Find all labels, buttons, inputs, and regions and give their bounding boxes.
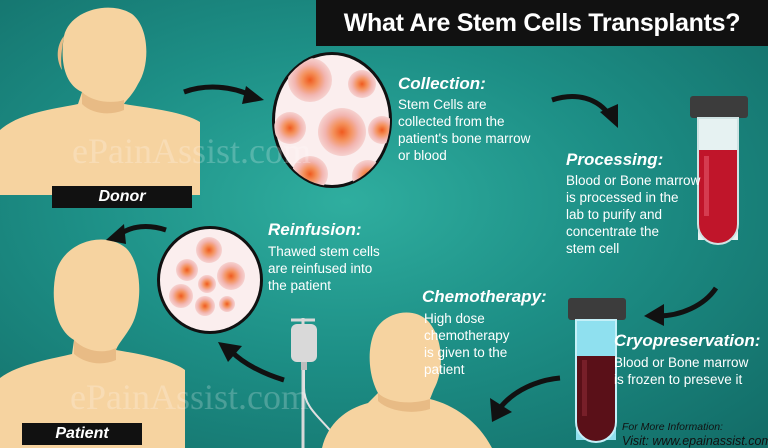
- test-tube-blood: [690, 96, 748, 245]
- stem-cells-circle-small: [157, 226, 263, 334]
- test-tube-frozen: [568, 298, 626, 443]
- patient-label: Patient: [22, 423, 142, 445]
- chemotherapy-patient-figure: [322, 312, 492, 448]
- page-title: What Are Stem Cells Transplants?: [316, 0, 768, 46]
- patient-figure: [0, 239, 185, 448]
- more-info-text: For More Information:: [622, 421, 723, 433]
- website-link[interactable]: Visit: www.epainassist.com: [622, 434, 768, 448]
- donor-figure: [0, 7, 200, 195]
- arrow-chemotherapy-to-patient: [218, 342, 285, 383]
- stem-cells-circle-large: [272, 52, 392, 188]
- processing-body: Blood or Bone marrow is processed in the…: [566, 173, 701, 256]
- arrow-collection-to-processing: [551, 94, 618, 128]
- collection-body: Stem Cells are collected from the patien…: [398, 97, 531, 163]
- arrow-donor-to-collection: [183, 84, 264, 104]
- chemotherapy-heading: Chemotherapy:: [422, 287, 547, 306]
- cryopreservation-body: Blood or Bone marrow is frozen to presev…: [614, 355, 749, 387]
- processing-heading: Processing:: [566, 150, 664, 169]
- reinfusion-body: Thawed stem cells are reinfused into the…: [268, 244, 380, 293]
- arrow-cryo-to-chemotherapy: [490, 375, 561, 422]
- watermark-bottom: ePainAssist.com: [70, 377, 309, 417]
- reinfusion-heading: Reinfusion:: [268, 220, 362, 239]
- arrow-reinfusion-to-patient: [106, 224, 167, 244]
- watermark-top: ePainAssist.com: [72, 131, 311, 171]
- cryopreservation-heading: Cryopreservation:: [614, 331, 761, 350]
- arrow-processing-to-cryo: [644, 286, 719, 326]
- iv-drip-stand: [291, 318, 336, 448]
- collection-heading: Collection:: [398, 74, 486, 93]
- donor-label: Donor: [52, 186, 192, 208]
- chemotherapy-body: High dose chemotherapy is given to the p…: [424, 311, 510, 377]
